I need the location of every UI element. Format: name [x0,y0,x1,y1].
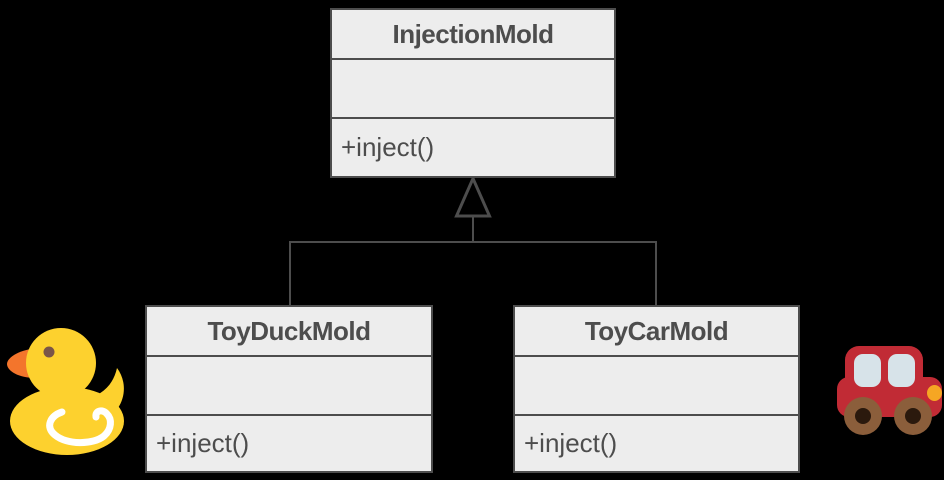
inheritance-connector-stem [472,216,474,243]
method-label: +inject() [524,428,618,458]
attributes-compartment [332,60,614,119]
class-name: ToyDuckMold [147,307,431,357]
inheritance-triangle-icon [454,176,492,218]
rubber-duck-icon [7,328,124,455]
methods-compartment: +inject() [515,416,798,471]
class-name: ToyCarMold [515,307,798,357]
toy-car-icon [837,346,942,435]
attributes-compartment [515,357,798,416]
class-box-toycarmold: ToyCarMold +inject() [513,305,800,473]
class-box-toyduckmold: ToyDuckMold +inject() [145,305,433,473]
class-name: InjectionMold [332,10,614,60]
inheritance-connector-right [655,241,657,305]
class-box-injectionmold: InjectionMold +inject() [330,8,616,178]
inheritance-connector-left [289,241,291,305]
methods-compartment: +inject() [332,119,614,176]
attributes-compartment [147,357,431,416]
method-label: +inject() [156,428,250,458]
methods-compartment: +inject() [147,416,431,471]
inheritance-connector-horizontal [289,241,657,243]
method-label: +inject() [341,132,435,162]
